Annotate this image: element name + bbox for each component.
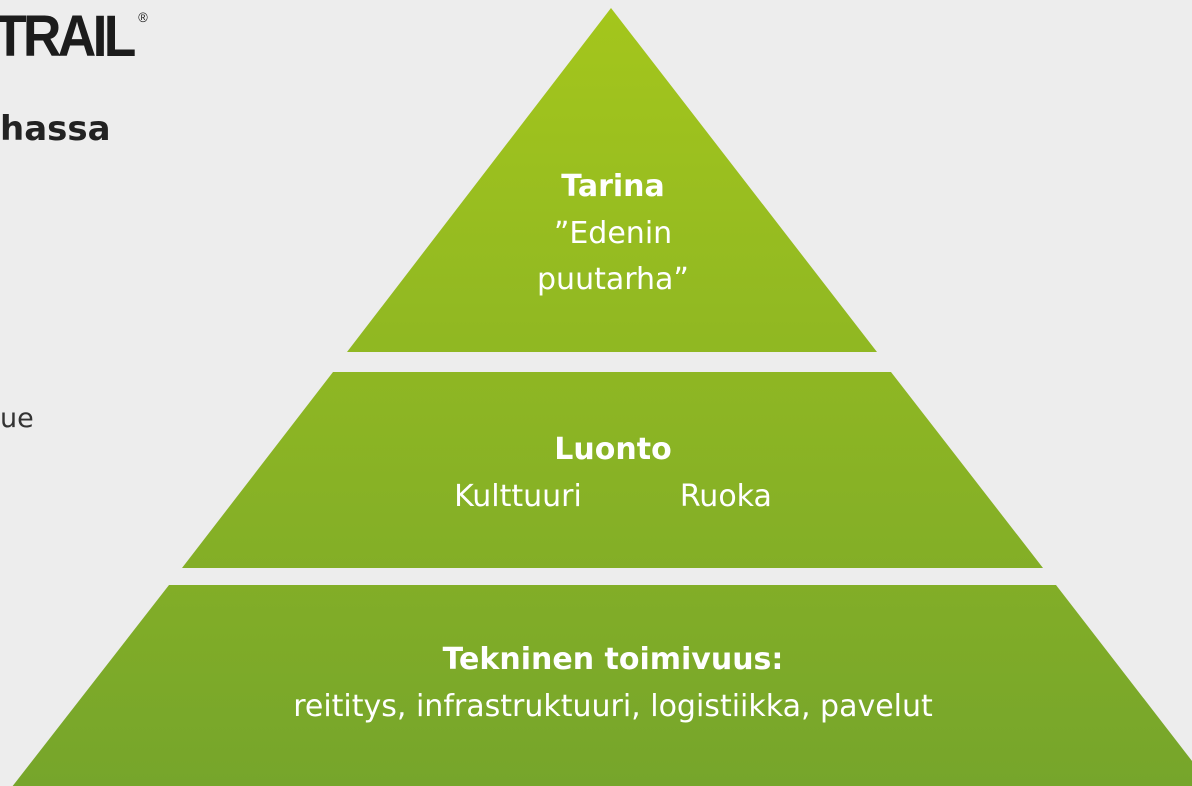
registered-mark: ®	[138, 9, 148, 25]
brand-logo-text: TRAIL	[0, 4, 136, 69]
tier-middle-title: Luonto	[554, 432, 672, 467]
tier-middle-text: Luonto Kulttuuri Ruoka	[400, 427, 826, 520]
tier-top-line: puutarha”	[537, 262, 689, 297]
tier-top-text: Tarina ”Edenin puutarha”	[463, 164, 763, 304]
tier-top-title: Tarina	[561, 169, 665, 204]
pyramid-tier-middle	[182, 372, 1043, 568]
page-heading: hassa	[0, 109, 111, 149]
tier-bottom-title: Tekninen toimivuus:	[442, 642, 784, 677]
brand-logo: TRAIL®	[0, 8, 148, 66]
tier-top-line: ”Edenin	[553, 215, 673, 251]
body-text-fragment: ue	[0, 403, 34, 434]
pyramid-tier-top	[347, 8, 877, 352]
tier-bottom-text: Tekninen toimivuus: reititys, infrastruk…	[180, 637, 1046, 730]
pyramid-tier-bottom	[12, 585, 1192, 786]
tier-middle-items: Kulttuuri Ruoka	[400, 474, 826, 521]
tier-bottom-line: reititys, infrastruktuuri, logistiikka, …	[293, 688, 933, 724]
tier-middle-item: Kulttuuri	[454, 478, 582, 514]
tier-middle-item: Ruoka	[679, 478, 772, 514]
